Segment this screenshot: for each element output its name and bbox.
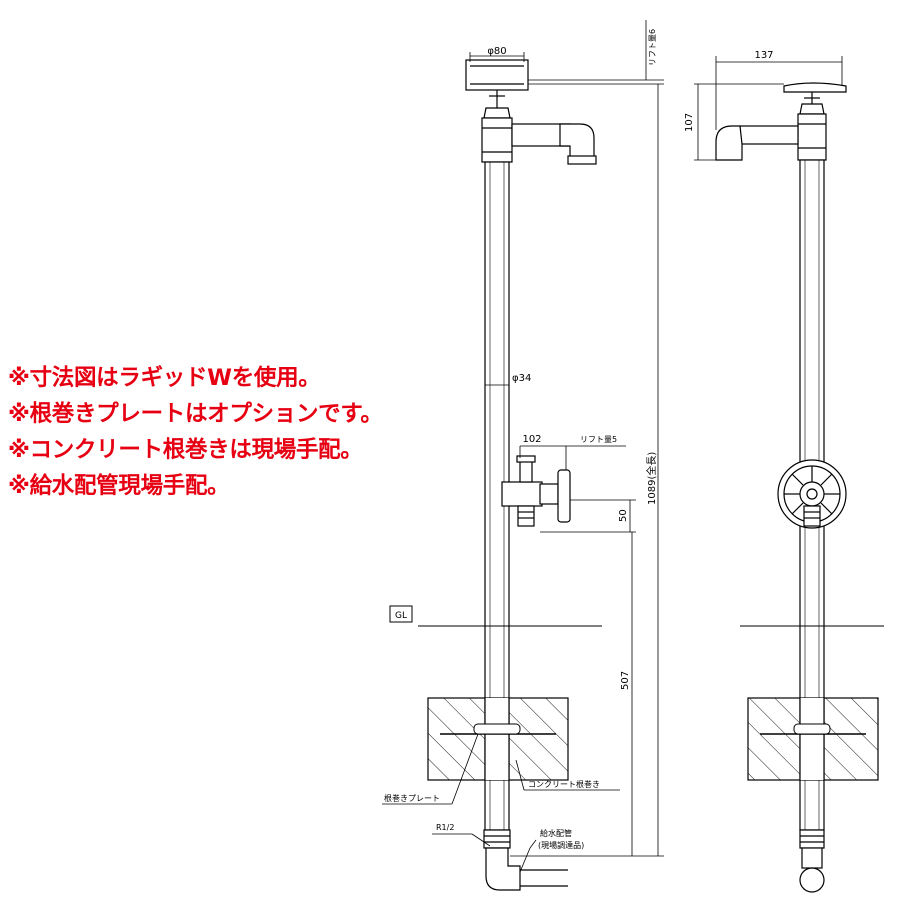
wheel-handle-side [777,459,847,529]
thread-label: R1/2 [436,823,454,832]
ground-depth-label: 507 [620,671,631,690]
side-height-label: 107 [684,113,695,132]
callout-lines [382,733,620,873]
bottom-fittings-front [483,829,568,891]
ground-front: GL [389,605,602,627]
faucet-offset-label: 102 [522,434,541,445]
top-faucet-front [481,117,597,165]
top-handle-side [783,82,847,115]
gl-label: GL [395,611,407,621]
notes-block: ※寸法図はラギッドWを使用。 ※根巻きプレートはオプションです。 ※コンクリート… [8,360,478,504]
pipe-diameter-label: φ34 [512,373,531,384]
lift-middle-label: リフト量5 [580,435,617,444]
handle-diameter-label: φ80 [487,46,506,57]
concrete-label: コンクリート根巻き [528,779,600,789]
faucet-height-label: 50 [618,509,629,522]
total-height-label: 1089(全長) [645,452,658,505]
concrete-block-front [427,697,569,781]
concrete-block-side [747,697,879,781]
middle-faucet-front [501,455,571,527]
supply-pipe-label: 給水配管 [540,828,572,838]
note-1: ※寸法図はラギッドWを使用。 [8,365,321,391]
supply-note-label: (現場調達品) [538,840,584,850]
note-3: ※コンクリート根巻きは現場手配。 [8,437,363,463]
front-dimensions [469,20,664,857]
side-dimensions [694,56,843,161]
note-4: ※給水配管現場手配。 [8,473,230,499]
note-2: ※根巻きプレートはオプションです。 [8,401,383,427]
bottom-fittings-side [799,829,825,893]
root-plate-label: 根巻きプレート [384,793,440,803]
lift-top-label: リフト量6 [648,29,657,66]
top-faucet-side [715,113,827,161]
top-handle-front [465,59,529,119]
side-width-label: 137 [754,50,773,61]
